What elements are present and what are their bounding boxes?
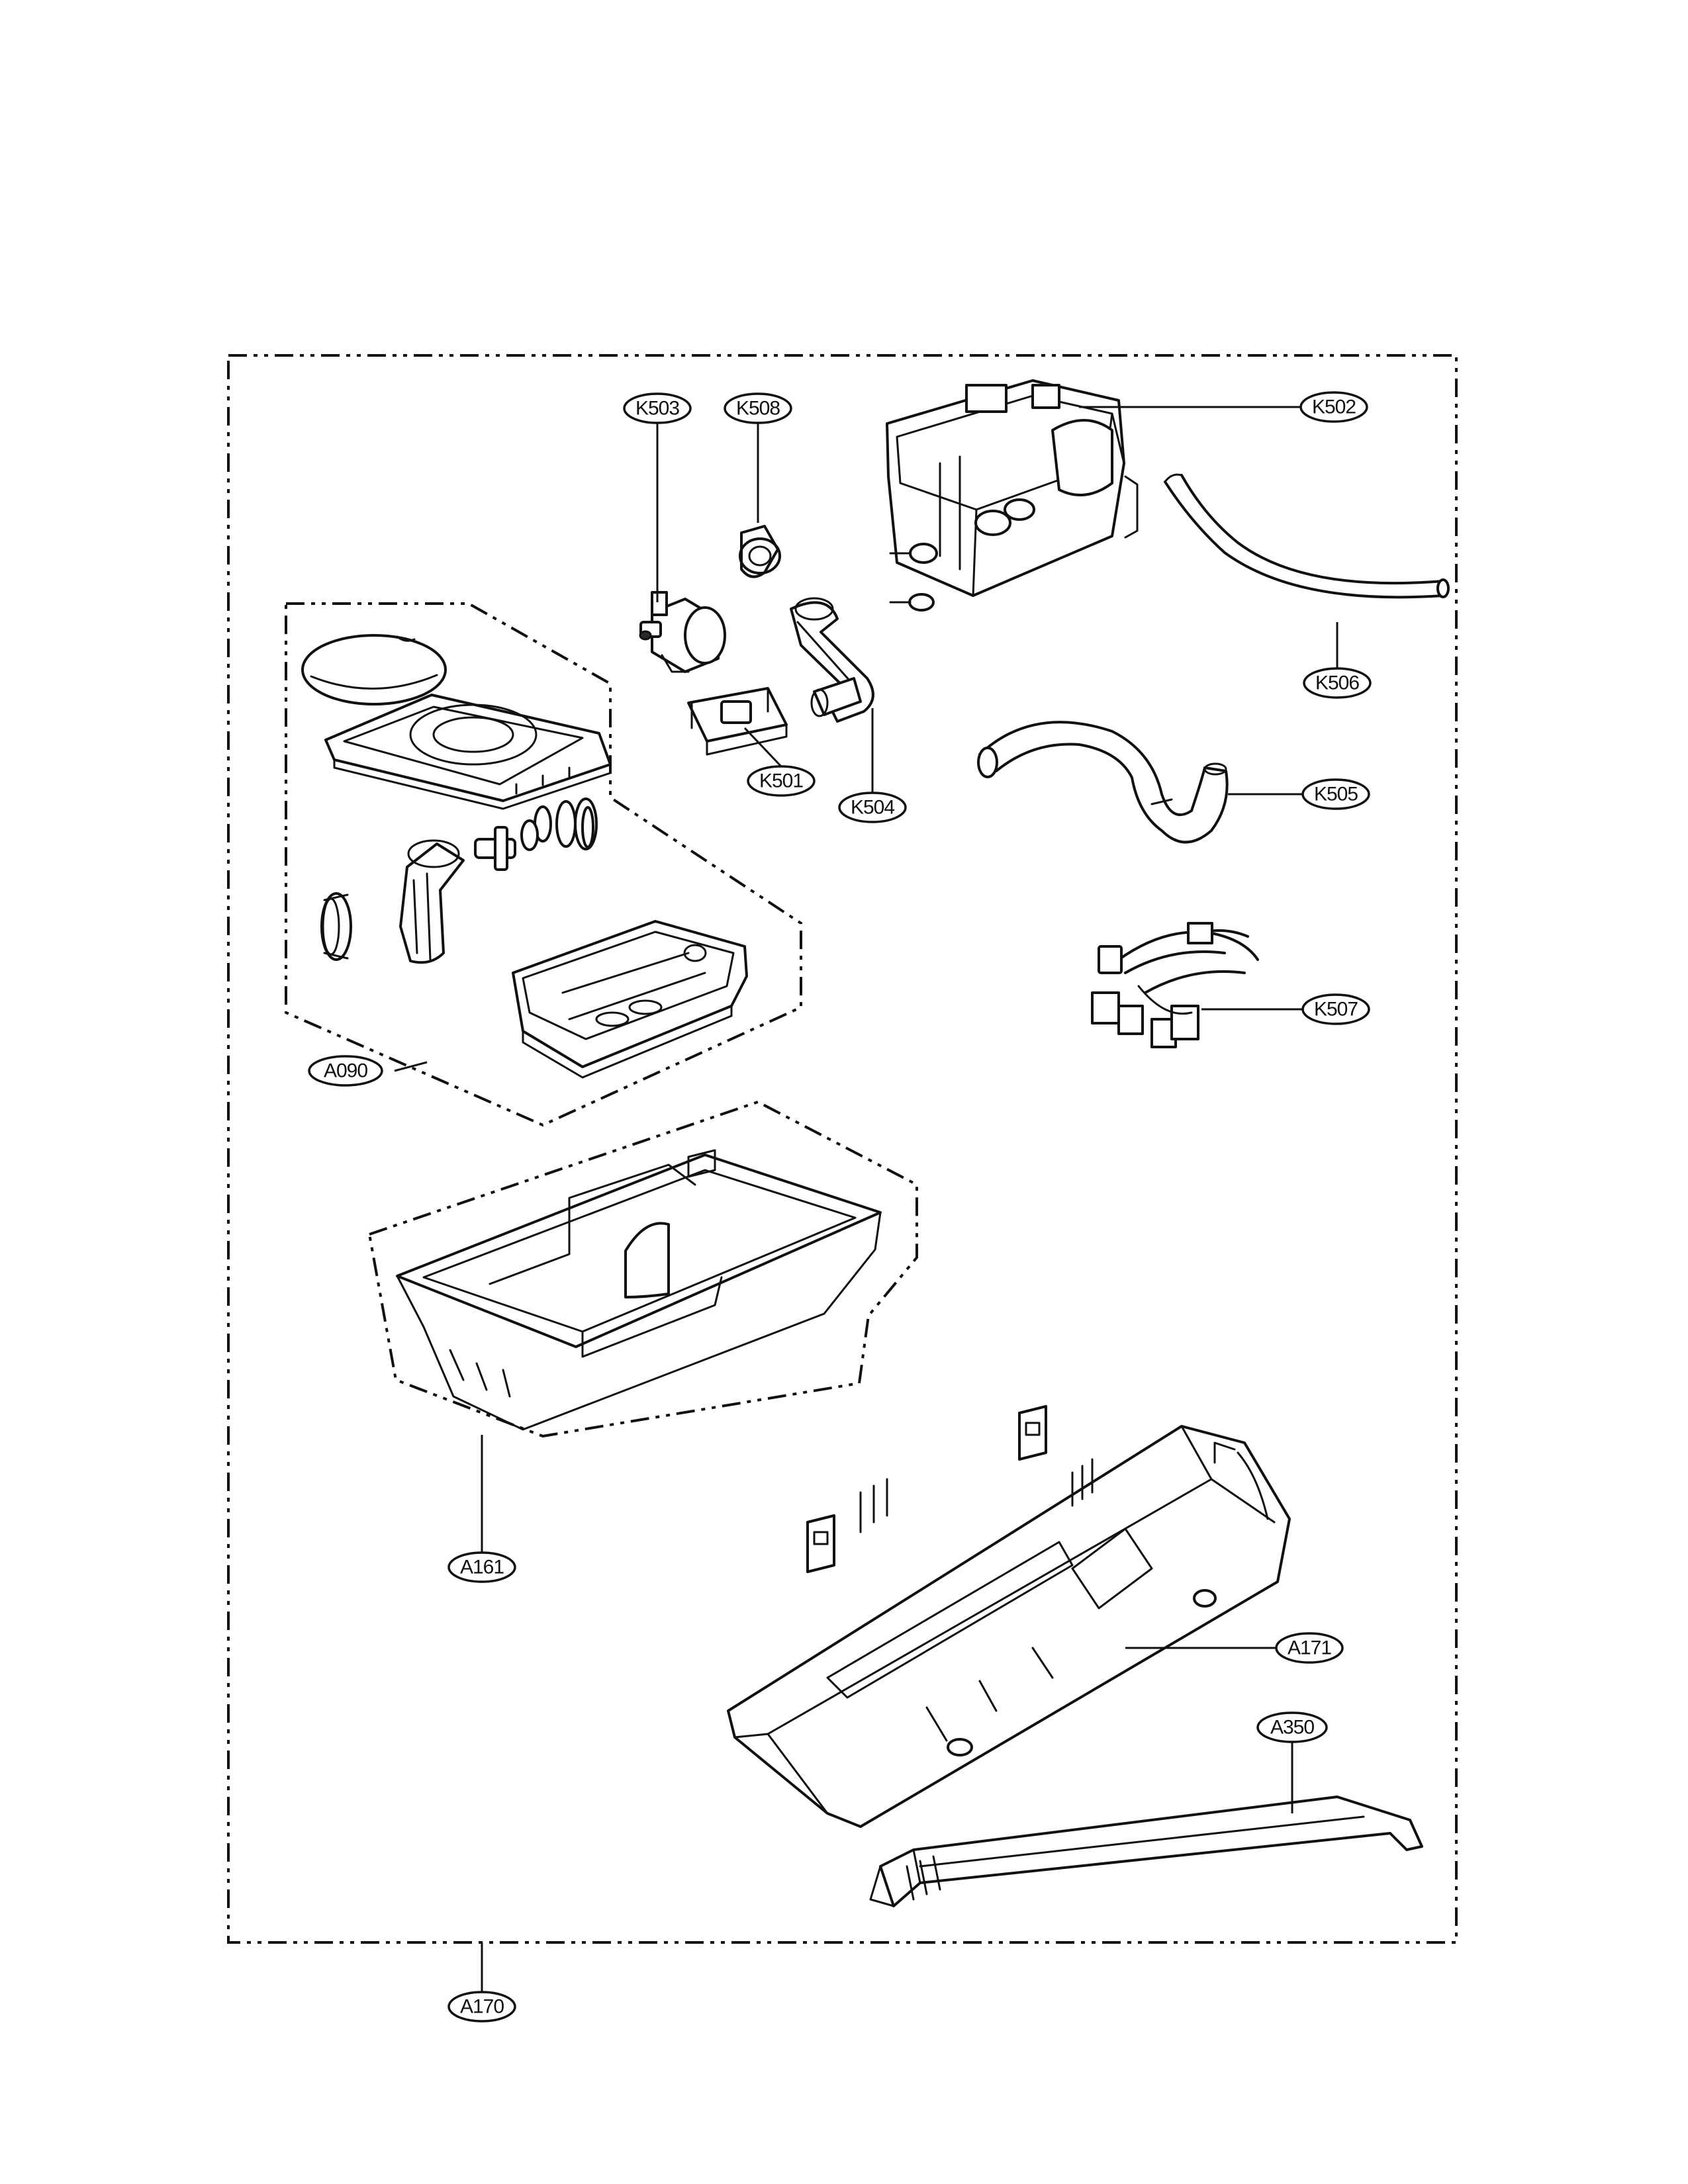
- callout-a090: A090: [308, 1055, 383, 1087]
- elbow-hose-k504: [790, 597, 874, 723]
- callout-a090-text: A090: [324, 1060, 367, 1082]
- callout-k507-text: K507: [1314, 999, 1358, 1021]
- cap-disc: [301, 634, 447, 705]
- wire-harness: [1091, 922, 1259, 1048]
- drain-hose-k506: [1164, 473, 1450, 599]
- valve-connector: [474, 819, 539, 871]
- callout-a170: A170: [447, 1991, 516, 2023]
- steam-generator: [886, 379, 1139, 612]
- callout-a171: A171: [1275, 1632, 1344, 1664]
- solenoid-valve: [639, 591, 726, 673]
- hose-clamp: [739, 525, 781, 578]
- callout-k507: K507: [1301, 993, 1370, 1025]
- dispenser-housing-tray: [396, 1149, 882, 1431]
- leader-lines: [394, 406, 1338, 1992]
- detergent-tray: [512, 920, 748, 1079]
- mounting-bracket: [687, 687, 788, 756]
- callout-a161-text: A161: [460, 1557, 504, 1578]
- subassembly-boundary-a090: [285, 602, 802, 1127]
- callout-k506-text: K506: [1315, 672, 1359, 694]
- callout-k508: K508: [724, 392, 792, 424]
- callout-k505: K505: [1301, 778, 1370, 810]
- dispenser-housing-a171: [727, 1425, 1291, 1828]
- gasket-rings: [534, 797, 598, 850]
- callout-k502: K502: [1299, 391, 1368, 423]
- callout-a170-text: A170: [460, 1996, 504, 2018]
- callout-k501: K501: [747, 765, 816, 797]
- small-ring: [320, 892, 352, 961]
- elbow-hose: [399, 839, 465, 964]
- callout-a161: A161: [447, 1551, 516, 1583]
- callout-k506: K506: [1303, 667, 1372, 699]
- callout-a350-text: A350: [1270, 1717, 1314, 1739]
- callout-k505-text: K505: [1314, 784, 1358, 805]
- callout-k508-text: K508: [736, 398, 780, 420]
- callout-k503: K503: [623, 392, 692, 424]
- callout-k501-text: K501: [759, 770, 803, 792]
- filter-frame: [324, 694, 612, 810]
- support-rail: [869, 1796, 1423, 1907]
- callout-k502-text: K502: [1312, 396, 1356, 418]
- hose-k505: [977, 721, 1229, 844]
- clip-lower: [806, 1514, 835, 1573]
- callout-k504: K504: [838, 792, 907, 823]
- callout-k504-text: K504: [851, 797, 894, 819]
- callout-a171-text: A171: [1288, 1637, 1331, 1659]
- subassembly-boundary-a161: [367, 1100, 918, 1438]
- callout-a350: A350: [1256, 1711, 1328, 1743]
- callout-k503-text: K503: [635, 398, 679, 420]
- clip-upper: [1018, 1405, 1047, 1461]
